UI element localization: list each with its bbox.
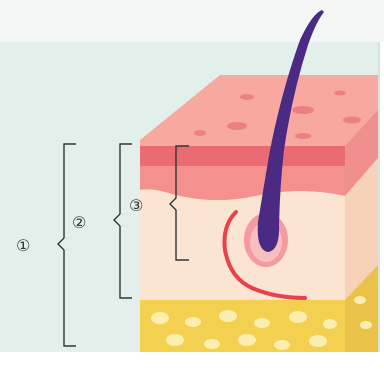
label-3: ③: [129, 196, 143, 215]
label-1: ①: [16, 236, 30, 255]
label-2: ②: [72, 213, 86, 232]
bracket-1: [58, 144, 76, 346]
bracket-2: [114, 144, 132, 298]
